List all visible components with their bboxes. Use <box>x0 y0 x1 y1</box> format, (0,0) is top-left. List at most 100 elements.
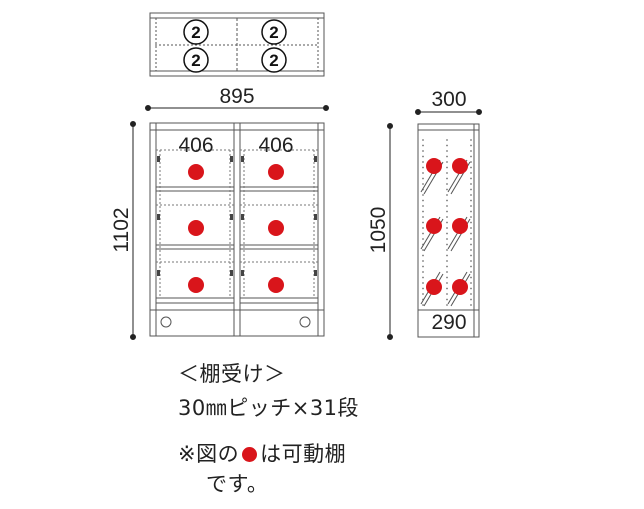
pin-hole <box>446 221 448 224</box>
pin-hole <box>446 227 448 229</box>
pin-hole <box>470 304 472 306</box>
front-shelf <box>155 186 235 192</box>
pin-hole <box>446 194 448 196</box>
top-marker-circle <box>183 47 209 73</box>
pin-hole <box>470 194 472 196</box>
side-view <box>417 123 480 338</box>
cable-hole <box>299 316 311 328</box>
movable-shelf-dot <box>426 218 442 234</box>
side-width-dimension <box>415 109 482 115</box>
pin-hole <box>470 293 472 295</box>
top-marker-label: 2 <box>191 51 200 70</box>
pin-hole <box>446 282 448 284</box>
pin-hole <box>422 271 424 273</box>
front-shelf <box>155 297 235 304</box>
legend-line: ※図のは可動棚 <box>178 438 346 468</box>
movable-shelf-dot <box>268 164 284 180</box>
legend-line-2: です。 <box>206 472 269 496</box>
pin-hole <box>446 249 448 251</box>
pin-hole <box>422 216 424 218</box>
pin-hole <box>422 150 424 152</box>
top-view-outline <box>149 12 325 77</box>
movable-shelf-dot <box>188 164 204 180</box>
pin-hole <box>470 183 472 185</box>
top-marker-circle <box>261 47 287 73</box>
front-width-dimension <box>145 105 329 111</box>
top-marker-circle <box>261 19 287 45</box>
pin-hole <box>446 271 448 273</box>
pin-hole <box>422 172 424 174</box>
pin-hole <box>446 205 448 207</box>
pin-hole <box>470 298 472 301</box>
pin-hole <box>470 172 472 174</box>
pin-hole <box>422 177 424 180</box>
pin-hole <box>422 194 424 196</box>
pin-hole <box>446 265 448 268</box>
pin-hole <box>446 183 448 185</box>
pin-hole <box>446 188 448 191</box>
movable-shelf-dot <box>188 220 204 236</box>
pin-hole <box>422 221 424 224</box>
pin-hole <box>446 243 448 246</box>
pin-hole <box>446 254 448 257</box>
front-view-outline <box>149 122 325 337</box>
pin-hole <box>422 227 424 229</box>
side-pin-holes <box>422 139 472 306</box>
pin-hole <box>446 166 448 169</box>
pin-hole <box>446 161 448 163</box>
pin-hole <box>422 282 424 284</box>
pin-hole <box>470 227 472 229</box>
legend-suffix: は可動棚 <box>260 442 347 466</box>
pin-hole <box>422 183 424 185</box>
front-view <box>149 122 325 337</box>
pin-hole <box>470 276 472 279</box>
pin-hole <box>446 199 448 202</box>
top-marker-circle <box>183 19 209 45</box>
top-view <box>149 12 325 77</box>
pin-hole <box>446 216 448 218</box>
pin-hole <box>422 144 424 147</box>
pin-hole <box>470 205 472 207</box>
pin-hole <box>446 150 448 152</box>
pin-hole <box>422 249 424 251</box>
pin-hole <box>470 155 472 158</box>
movable-shelf-dot <box>188 277 204 293</box>
movable-shelf-dot <box>452 158 468 174</box>
pin-hole <box>422 139 424 141</box>
shelf-support-spec: 30㎜ピッチ×31段 <box>178 396 360 420</box>
side-height-dimension <box>387 123 393 340</box>
pin-hole <box>446 144 448 147</box>
pin-hole <box>422 161 424 163</box>
pin-hole <box>470 265 472 268</box>
pin-hole <box>422 254 424 257</box>
front-shelf <box>239 186 319 192</box>
pin-hole <box>470 287 472 290</box>
legend-red-dot <box>242 447 258 462</box>
pin-hole <box>422 265 424 268</box>
front-shelf <box>239 244 319 250</box>
front-shelf <box>155 244 235 250</box>
pin-hole <box>446 232 448 235</box>
pin-hole <box>470 144 472 147</box>
movable-shelf-dot <box>426 158 442 174</box>
top-view-markers: 2 2 2 2 <box>183 19 287 73</box>
pin-hole <box>446 298 448 301</box>
movable-shelf-dot <box>452 218 468 234</box>
pin-hole <box>470 238 472 240</box>
pin-hole <box>470 243 472 246</box>
pin-hole <box>422 287 424 290</box>
pin-hole <box>422 304 424 306</box>
pin-hole <box>446 260 448 262</box>
front-width-label: 895 <box>219 85 254 108</box>
pin-hole <box>446 155 448 158</box>
legend-prefix: ※図の <box>178 442 240 466</box>
pin-hole <box>470 216 472 218</box>
pin-hole <box>422 166 424 169</box>
movable-shelf-dot <box>452 279 468 295</box>
pin-hole <box>470 177 472 180</box>
pin-hole <box>470 249 472 251</box>
pin-hole <box>470 232 472 235</box>
pin-hole <box>446 210 448 213</box>
pin-hole <box>470 271 472 273</box>
